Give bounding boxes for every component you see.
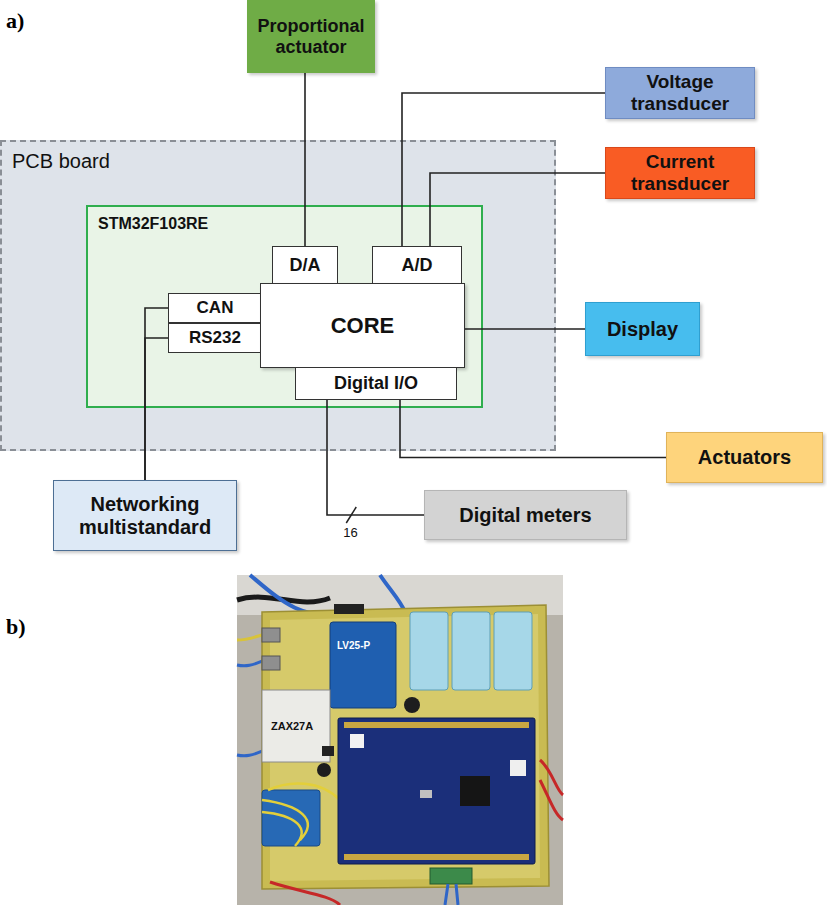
connector [145, 308, 168, 480]
network-box: Networking multistandard [53, 480, 237, 551]
connector-line [304, 73, 306, 246]
box-label: A/D [402, 255, 433, 276]
port-box: RS232 [168, 323, 262, 353]
connector [430, 173, 605, 246]
power-controller [262, 690, 330, 762]
actuator-box: Proportional actuator [247, 0, 375, 73]
connector-line [145, 338, 168, 480]
port-box: A/D [372, 246, 462, 284]
connector [145, 338, 168, 480]
core-box: CORE [260, 283, 465, 368]
transducer-box: Current transducer [605, 147, 755, 199]
box-label: Digital I/O [334, 373, 418, 394]
photo-ground [237, 575, 563, 905]
pin-header [344, 854, 529, 860]
mcu-chip [460, 776, 490, 806]
actuators-box: Actuators [666, 432, 823, 483]
box-label: Digital meters [459, 504, 591, 527]
stm32-board [338, 718, 535, 864]
relay [494, 612, 532, 690]
connector-line [400, 400, 666, 458]
pcb-region: PCB boardSTM32F103RE D/A A/D CAN RS232 CORE Di… [0, 140, 556, 451]
region-title: STM32F103RE [98, 215, 208, 233]
component-marking: ZAX27A [271, 720, 313, 732]
box-label: D/A [290, 255, 321, 276]
push-button [322, 746, 334, 756]
voltage-transducer-module [330, 622, 396, 708]
meters-box: Digital meters [424, 490, 627, 540]
box-label: Voltage transducer [612, 71, 748, 115]
connector [465, 329, 585, 330]
wire [540, 760, 563, 820]
resistor [334, 604, 364, 614]
box-label: Networking multistandard [60, 493, 230, 539]
transducer-box: Voltage transducer [605, 67, 755, 119]
pin-header [344, 722, 529, 728]
port-box: CAN [168, 293, 262, 323]
box-label: Display [607, 318, 678, 341]
connector [402, 93, 605, 246]
port-box: D/A [272, 246, 338, 284]
connector-line [327, 400, 424, 515]
box-label: CORE [331, 313, 395, 338]
bus-width-slash [346, 507, 356, 523]
connector [510, 760, 526, 776]
connector [400, 400, 666, 458]
panel-label: a) [6, 8, 24, 34]
pcb [262, 605, 549, 889]
wire [380, 575, 405, 612]
connector [327, 400, 424, 523]
capacitor [317, 763, 331, 777]
connector-line [465, 328, 585, 330]
box-label: Proportional actuator [253, 16, 369, 57]
component-marking: LV25-P [337, 640, 370, 651]
winding [262, 783, 340, 846]
box-label: CAN [197, 298, 234, 318]
box-label: Actuators [698, 446, 791, 469]
connector-line [430, 173, 605, 246]
panel-label: b) [6, 614, 26, 640]
screw-terminal [262, 656, 280, 670]
terminal-block [430, 868, 472, 884]
bus-width-label: 16 [343, 525, 357, 540]
wire [445, 884, 458, 905]
wire [270, 882, 340, 905]
crystal [420, 790, 432, 798]
relay [410, 612, 448, 690]
box-label: Current transducer [612, 151, 748, 195]
capacitor [404, 697, 420, 713]
relay [452, 612, 490, 690]
region-title: PCB board [12, 150, 110, 173]
box-label: RS232 [189, 328, 241, 348]
reset-button [350, 734, 364, 748]
screw-terminal [262, 628, 280, 642]
connector-line [402, 93, 605, 246]
port-box: Digital I/O [295, 367, 457, 400]
connector-line [145, 308, 168, 480]
connector [305, 73, 306, 246]
display-box: Display [585, 302, 700, 356]
